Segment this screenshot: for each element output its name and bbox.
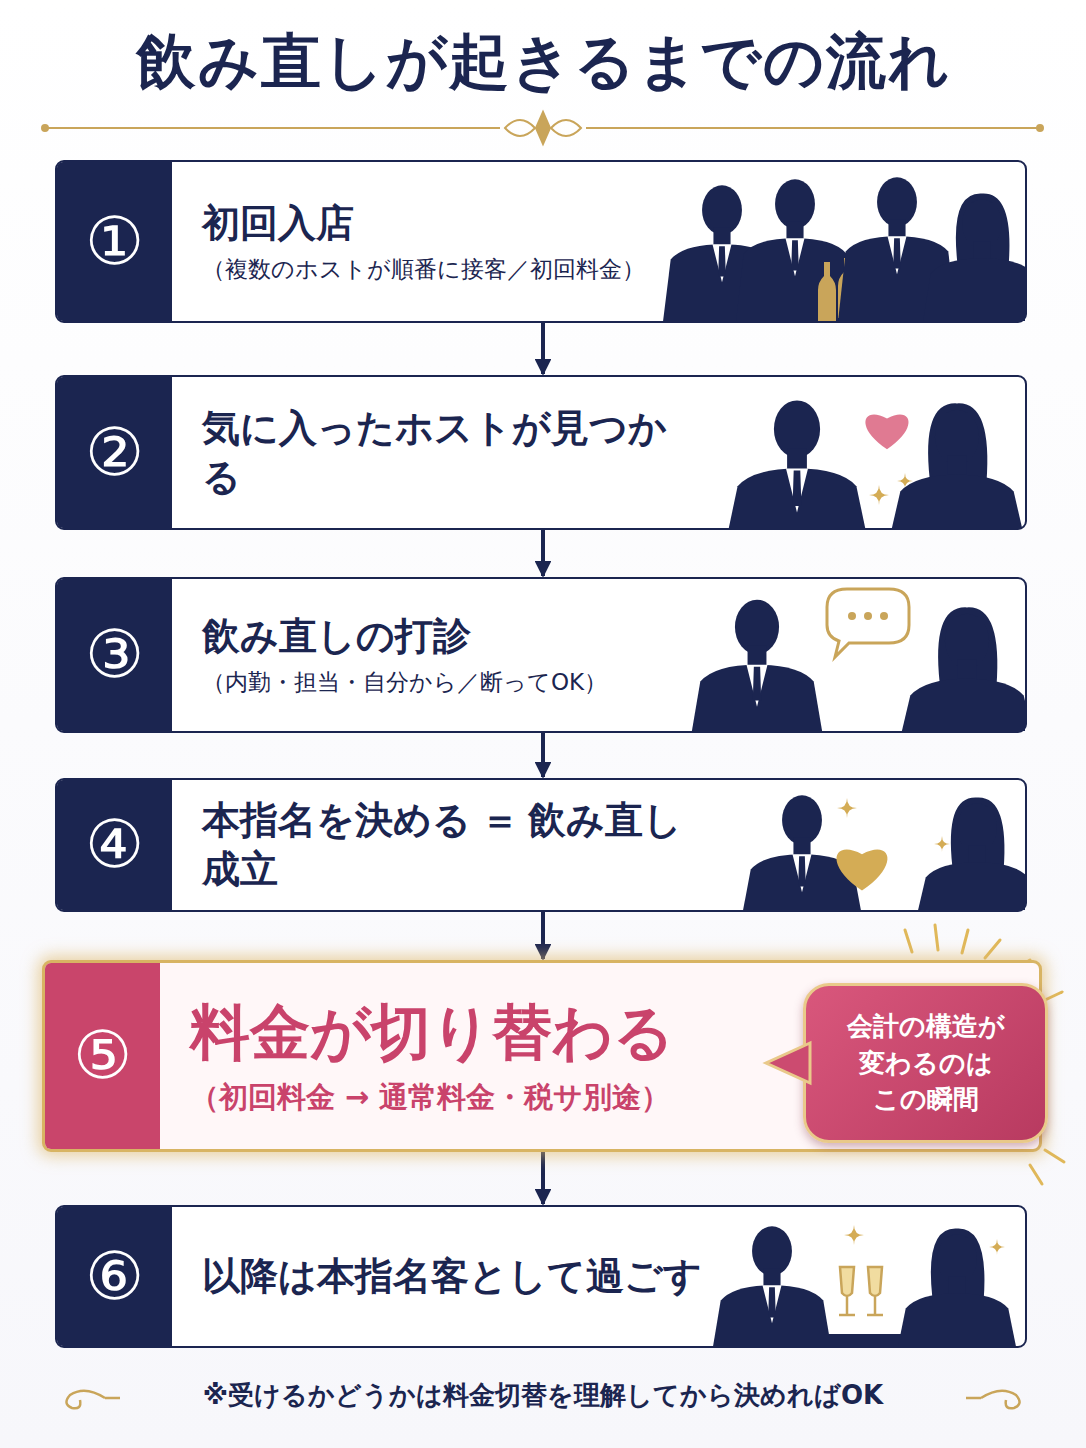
step-box: ③ 飲み直しの打診 （内勤・担当・自分から／断ってOK）: [55, 577, 1027, 733]
sparkle-icon: [934, 836, 950, 852]
step-number: ⑥: [85, 1244, 144, 1310]
step-heading: 以降は本指名客として過ごす: [202, 1252, 702, 1301]
step-heading: 飲み直しの打診: [202, 612, 607, 661]
sparkle-icon: [989, 1239, 1005, 1255]
step-number-panel: ⑥: [57, 1207, 172, 1346]
step-box: ⑥ 以降は本指名客として過ごす: [55, 1205, 1027, 1348]
flow-arrow: [541, 530, 545, 576]
woman-silhouette: [923, 194, 1025, 321]
highlight-step-box: ⑤ 料金が切り替わる （初回料金 → 通常料金・税サ別途） 会計の構造が 変わるのは …: [42, 960, 1042, 1152]
step-number: ⑤: [73, 1023, 132, 1089]
step-note: （複数のホストが順番に接客／初回料金）: [202, 254, 645, 285]
woman-silhouette: [902, 607, 1025, 731]
champagne-glass: [839, 1267, 855, 1315]
step-number: ④: [85, 812, 144, 878]
title-divider: [42, 112, 1043, 144]
callout-text: 会計の構造が 変わるのは この瞬間: [836, 1008, 1016, 1117]
step-number-panel: ②: [57, 377, 172, 528]
flow-arrow: [541, 323, 545, 374]
step-box: ② 気に入ったホストが見つかる: [55, 375, 1027, 530]
callout-bubble: 会計の構造が 変わるのは この瞬間: [803, 983, 1048, 1143]
step-content: 料金が切り替わる （初回料金 → 通常料金・税サ別途）: [190, 994, 674, 1117]
sparkle-icon: [844, 1225, 864, 1245]
step-number-panel: ③: [57, 579, 172, 731]
step-heading: 本指名を決める ＝ 飲み直し成立: [202, 796, 702, 895]
man-silhouette: [713, 1226, 831, 1346]
flow-arrow: [541, 733, 545, 777]
step-heading: 初回入店: [202, 198, 645, 247]
bottle-icon: [818, 262, 836, 321]
speech-bubble: [827, 589, 909, 657]
step-number-panel: ①: [57, 162, 172, 321]
woman-silhouette: [898, 1229, 1016, 1346]
step-number: ②: [85, 420, 144, 486]
step-number: ③: [85, 622, 144, 688]
step-box: ④ 本指名を決める ＝ 飲み直し成立: [55, 778, 1027, 912]
man-silhouette: [729, 400, 865, 528]
title: 飲み直しが起きるまでの流れ: [0, 22, 1086, 103]
caption-note: ※受けるかどうかは料金切替を理解してから決めればOK: [130, 1378, 956, 1413]
step-note: （初回料金 → 通常料金・税サ別途）: [190, 1078, 674, 1117]
step-number: ①: [85, 209, 144, 275]
step-number-panel: ⑤: [45, 963, 160, 1149]
step-content: 気に入ったホストが見つかる: [202, 403, 702, 502]
flow-arrow: [541, 912, 545, 959]
sparkle-icon: [869, 485, 889, 505]
step-content: 飲み直しの打診 （内勤・担当・自分から／断ってOK）: [202, 612, 607, 698]
scene-illustration: [57, 377, 1025, 528]
callout-tail: [764, 1037, 810, 1089]
step-box: ① 初回入店 （複数のホストが順番に接客／初回料金）: [55, 160, 1027, 323]
heart-icon: [865, 414, 908, 449]
step-heading: 料金が切り替わる: [190, 994, 674, 1072]
step-content: 以降は本指名客として過ごす: [202, 1252, 702, 1301]
sparkle-icon: [837, 798, 857, 818]
man-silhouette: [692, 600, 822, 731]
step-number-panel: ④: [57, 780, 172, 910]
step-heading: 気に入ったホストが見つかる: [202, 403, 702, 502]
heart-icon: [837, 849, 888, 890]
woman-silhouette: [918, 798, 1025, 910]
step-note: （内勤・担当・自分から／断ってOK）: [202, 667, 607, 698]
flow-arrow: [541, 1152, 545, 1204]
man-silhouette: [736, 179, 854, 321]
champagne-glass: [867, 1267, 883, 1315]
step-content: 本指名を決める ＝ 飲み直し成立: [202, 796, 702, 895]
step-content: 初回入店 （複数のホストが順番に接客／初回料金）: [202, 198, 645, 284]
woman-silhouette: [892, 403, 1022, 528]
